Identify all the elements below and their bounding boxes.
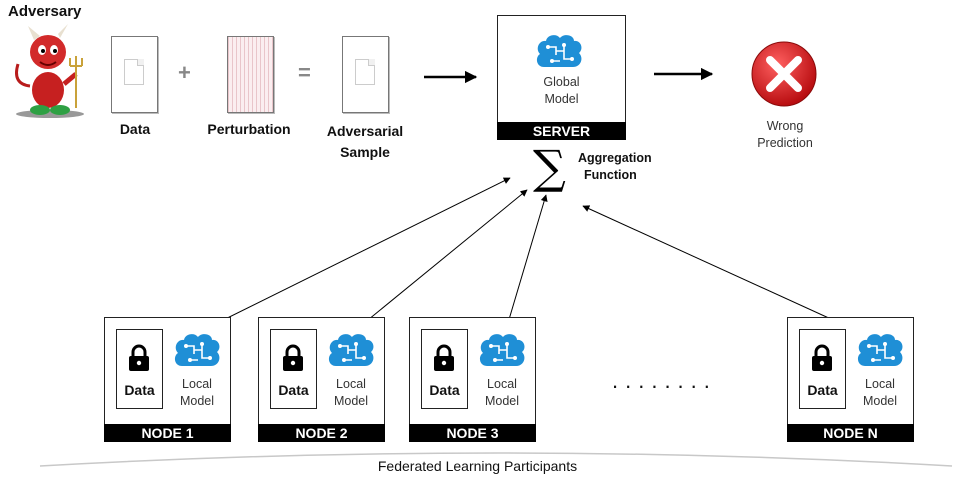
node-bar: NODE N <box>787 424 914 442</box>
page-icon <box>355 59 375 85</box>
local-model-line1: Local <box>182 377 212 391</box>
data-document <box>111 36 158 113</box>
lock-icon <box>434 344 454 371</box>
server-bar: SERVER <box>497 122 626 140</box>
aggregation-line1: Aggregation <box>578 151 652 165</box>
node-data-panel: Data <box>270 329 317 409</box>
adversarial-sample-label: Adversarial Sample <box>318 121 412 163</box>
node-data-panel: Data <box>116 329 163 409</box>
node-data-panel: Data <box>799 329 846 409</box>
node-1-box: Data Local Model NODE 1 <box>104 317 231 442</box>
server-box: Global Model SERVER <box>497 15 626 140</box>
local-model-label: Local Model <box>850 376 910 410</box>
node-data-label: Data <box>429 382 460 398</box>
adversary-title: Adversary <box>8 3 82 20</box>
local-model-line2: Model <box>179 394 215 408</box>
local-model-line1: Local <box>865 377 895 391</box>
adversarial-sample-document <box>342 36 389 113</box>
brain-circuit-icon <box>477 332 527 370</box>
arrow-node1-aggregation <box>196 177 511 334</box>
brain-circuit-icon <box>855 332 905 370</box>
sigma-icon: ∑ <box>533 140 566 194</box>
aggregation-line2: Function <box>584 168 637 182</box>
global-model-line1: Global <box>543 75 580 89</box>
wrong-line1: Wrong <box>766 119 804 133</box>
aggregation-function-label: Aggregation Function <box>578 150 652 184</box>
brain-circuit-icon <box>534 33 584 71</box>
perturbation-document <box>227 36 274 113</box>
x-circle-icon <box>750 40 818 108</box>
local-model-line2: Model <box>862 394 898 408</box>
node-n-box: Data Local Model NODE N <box>787 317 914 442</box>
node-2-box: Data Local Model NODE 2 <box>258 317 385 442</box>
node-data-label: Data <box>124 382 155 398</box>
brain-circuit-icon <box>172 332 222 370</box>
arrow-nodeN-aggregation <box>582 205 867 336</box>
local-model-label: Local Model <box>167 376 227 410</box>
arrow-node2-aggregation <box>351 189 528 334</box>
perturbation-label: Perturbation <box>207 121 291 137</box>
global-model-line2: Model <box>544 92 579 106</box>
global-model-label: Global Model <box>498 74 625 108</box>
adversarial-label-line2: Sample <box>340 144 390 160</box>
plus-operator: + <box>178 60 191 85</box>
node-data-label: Data <box>278 382 309 398</box>
node-bar: NODE 3 <box>409 424 536 442</box>
node-3-box: Data Local Model NODE 3 <box>409 317 536 442</box>
wrong-line2: Prediction <box>757 136 813 150</box>
brain-circuit-icon <box>326 332 376 370</box>
wrong-prediction-label: Wrong Prediction <box>740 118 830 152</box>
node-bar: NODE 1 <box>104 424 231 442</box>
local-model-label: Local Model <box>472 376 532 410</box>
page-icon <box>124 59 144 85</box>
node-data-label: Data <box>807 382 838 398</box>
equals-operator: = <box>298 60 311 85</box>
lock-icon <box>812 344 832 371</box>
adversarial-label-line1: Adversarial <box>326 123 404 139</box>
devil-mascot-icon <box>8 24 90 120</box>
node-data-panel: Data <box>421 329 468 409</box>
local-model-line2: Model <box>333 394 369 408</box>
local-model-line1: Local <box>487 377 517 391</box>
data-label: Data <box>119 121 151 137</box>
local-model-line2: Model <box>484 394 520 408</box>
local-model-label: Local Model <box>321 376 381 410</box>
arrow-node3-aggregation <box>503 194 548 334</box>
lock-icon <box>129 344 149 371</box>
local-model-line1: Local <box>336 377 366 391</box>
node-bar: NODE 2 <box>258 424 385 442</box>
footer-label: Federated Learning Participants <box>377 458 578 474</box>
lock-icon <box>283 344 303 371</box>
ellipsis: ........ <box>612 368 717 393</box>
